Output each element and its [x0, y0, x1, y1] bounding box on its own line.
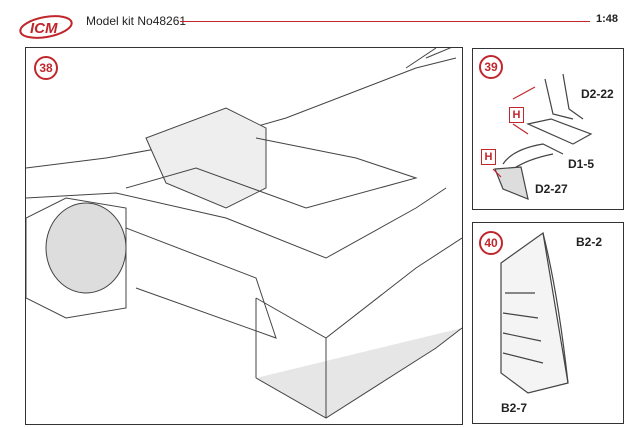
icm-logo: ICM — [18, 14, 78, 44]
part-label-b2-7: B2-7 — [501, 401, 528, 415]
canopy-part-illustration — [500, 231, 569, 394]
step-number-38: 38 — [34, 56, 58, 80]
step-39-panel: 39 D2-22 D1-5 D2-27 H H — [472, 48, 624, 210]
marker-h: H — [509, 107, 524, 123]
seat-frame-illustration — [492, 73, 593, 200]
svg-text:ICM: ICM — [30, 20, 58, 37]
step-number-40: 40 — [479, 231, 503, 255]
part-label-d2-27: D2-27 — [535, 182, 568, 196]
part-label-d2-22: D2-22 — [581, 87, 614, 101]
step-number-39: 39 — [479, 55, 503, 79]
step-38-panel: 38 — [25, 47, 463, 425]
marker-h: H — [481, 149, 496, 165]
part-label-d1-5: D1-5 — [568, 157, 595, 171]
part-label-b2-2: B2-2 — [576, 235, 603, 249]
page-title: Model kit No48261 — [86, 14, 187, 28]
header-rule — [180, 21, 590, 22]
step-40-panel: 40 B2-2 B2-7 — [472, 222, 624, 424]
scale-label: 1:48 — [596, 13, 619, 25]
fuselage-assembly-illustration — [26, 48, 462, 419]
